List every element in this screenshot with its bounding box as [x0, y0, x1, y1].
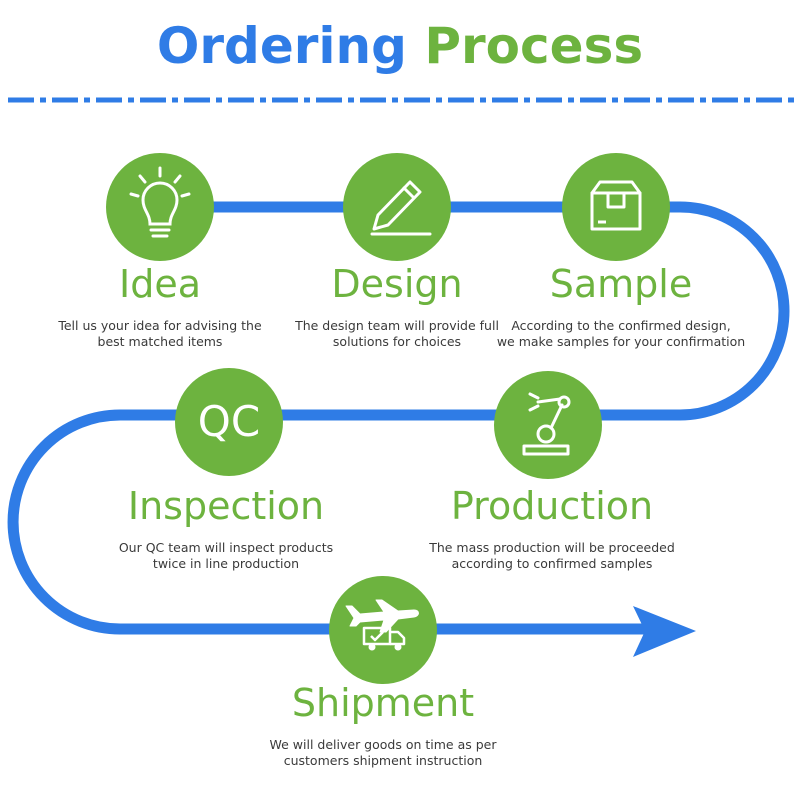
step-design: Design The design team will provide full…	[277, 262, 517, 350]
step-shipment: Shipment We will deliver goods on time a…	[253, 681, 513, 769]
plane-truck-icon	[345, 599, 419, 651]
desc-line: Tell us your idea for advising the	[58, 318, 262, 333]
step-sample: Sample According to the confirmed design…	[486, 262, 756, 350]
step-description: Tell us your idea for advising the best …	[40, 318, 280, 350]
desc-line: twice in line production	[152, 556, 300, 571]
desc-line: The design team will provide full	[295, 318, 499, 333]
lightbulb-icon	[129, 166, 191, 238]
step-title: Production	[450, 484, 654, 528]
pen-icon	[370, 180, 432, 236]
box-icon	[590, 180, 642, 231]
step-description: According to the confirmed design, we ma…	[486, 318, 756, 350]
design-circle	[343, 153, 451, 261]
desc-line: best matched items	[97, 334, 223, 349]
step-title: Design	[331, 262, 463, 306]
desc-line: we make samples for your confirmation	[496, 334, 746, 349]
inspection-circle	[175, 368, 283, 476]
step-inspection: Inspection Our QC team will inspect prod…	[96, 484, 356, 572]
step-description: Our QC team will inspect products twice …	[96, 540, 356, 572]
desc-line: According to the confirmed design,	[511, 318, 731, 333]
step-title: Inspection	[127, 484, 325, 528]
desc-line: We will deliver goods on time as per	[269, 737, 497, 752]
robot-arm-icon	[522, 392, 571, 456]
step-description: We will deliver goods on time as per cus…	[253, 737, 513, 769]
idea-circle	[106, 153, 214, 261]
title-word-process: Process	[424, 17, 644, 75]
step-title: Shipment	[291, 681, 475, 725]
step-title: Idea	[119, 262, 201, 306]
step-production: Production The mass production will be p…	[416, 484, 688, 572]
title-word-ordering: Ordering	[156, 17, 407, 75]
qc-icon: QC	[197, 397, 261, 446]
step-description: The mass production will be proceeded ac…	[416, 540, 688, 572]
desc-line: solutions for choices	[332, 334, 462, 349]
step-description: The design team will provide full soluti…	[277, 318, 517, 350]
process-connector-line	[7, 201, 790, 635]
step-title: Sample	[549, 262, 693, 306]
desc-line: customers shipment instruction	[283, 753, 483, 768]
desc-line: The mass production will be proceeded	[429, 540, 675, 555]
desc-line: according to confirmed samples	[451, 556, 653, 571]
page-title: Ordering Process	[0, 14, 800, 78]
process-arrowhead	[633, 606, 696, 657]
desc-line: Our QC team will inspect products	[118, 540, 334, 555]
step-idea: Idea Tell us your idea for advising the …	[40, 262, 280, 350]
